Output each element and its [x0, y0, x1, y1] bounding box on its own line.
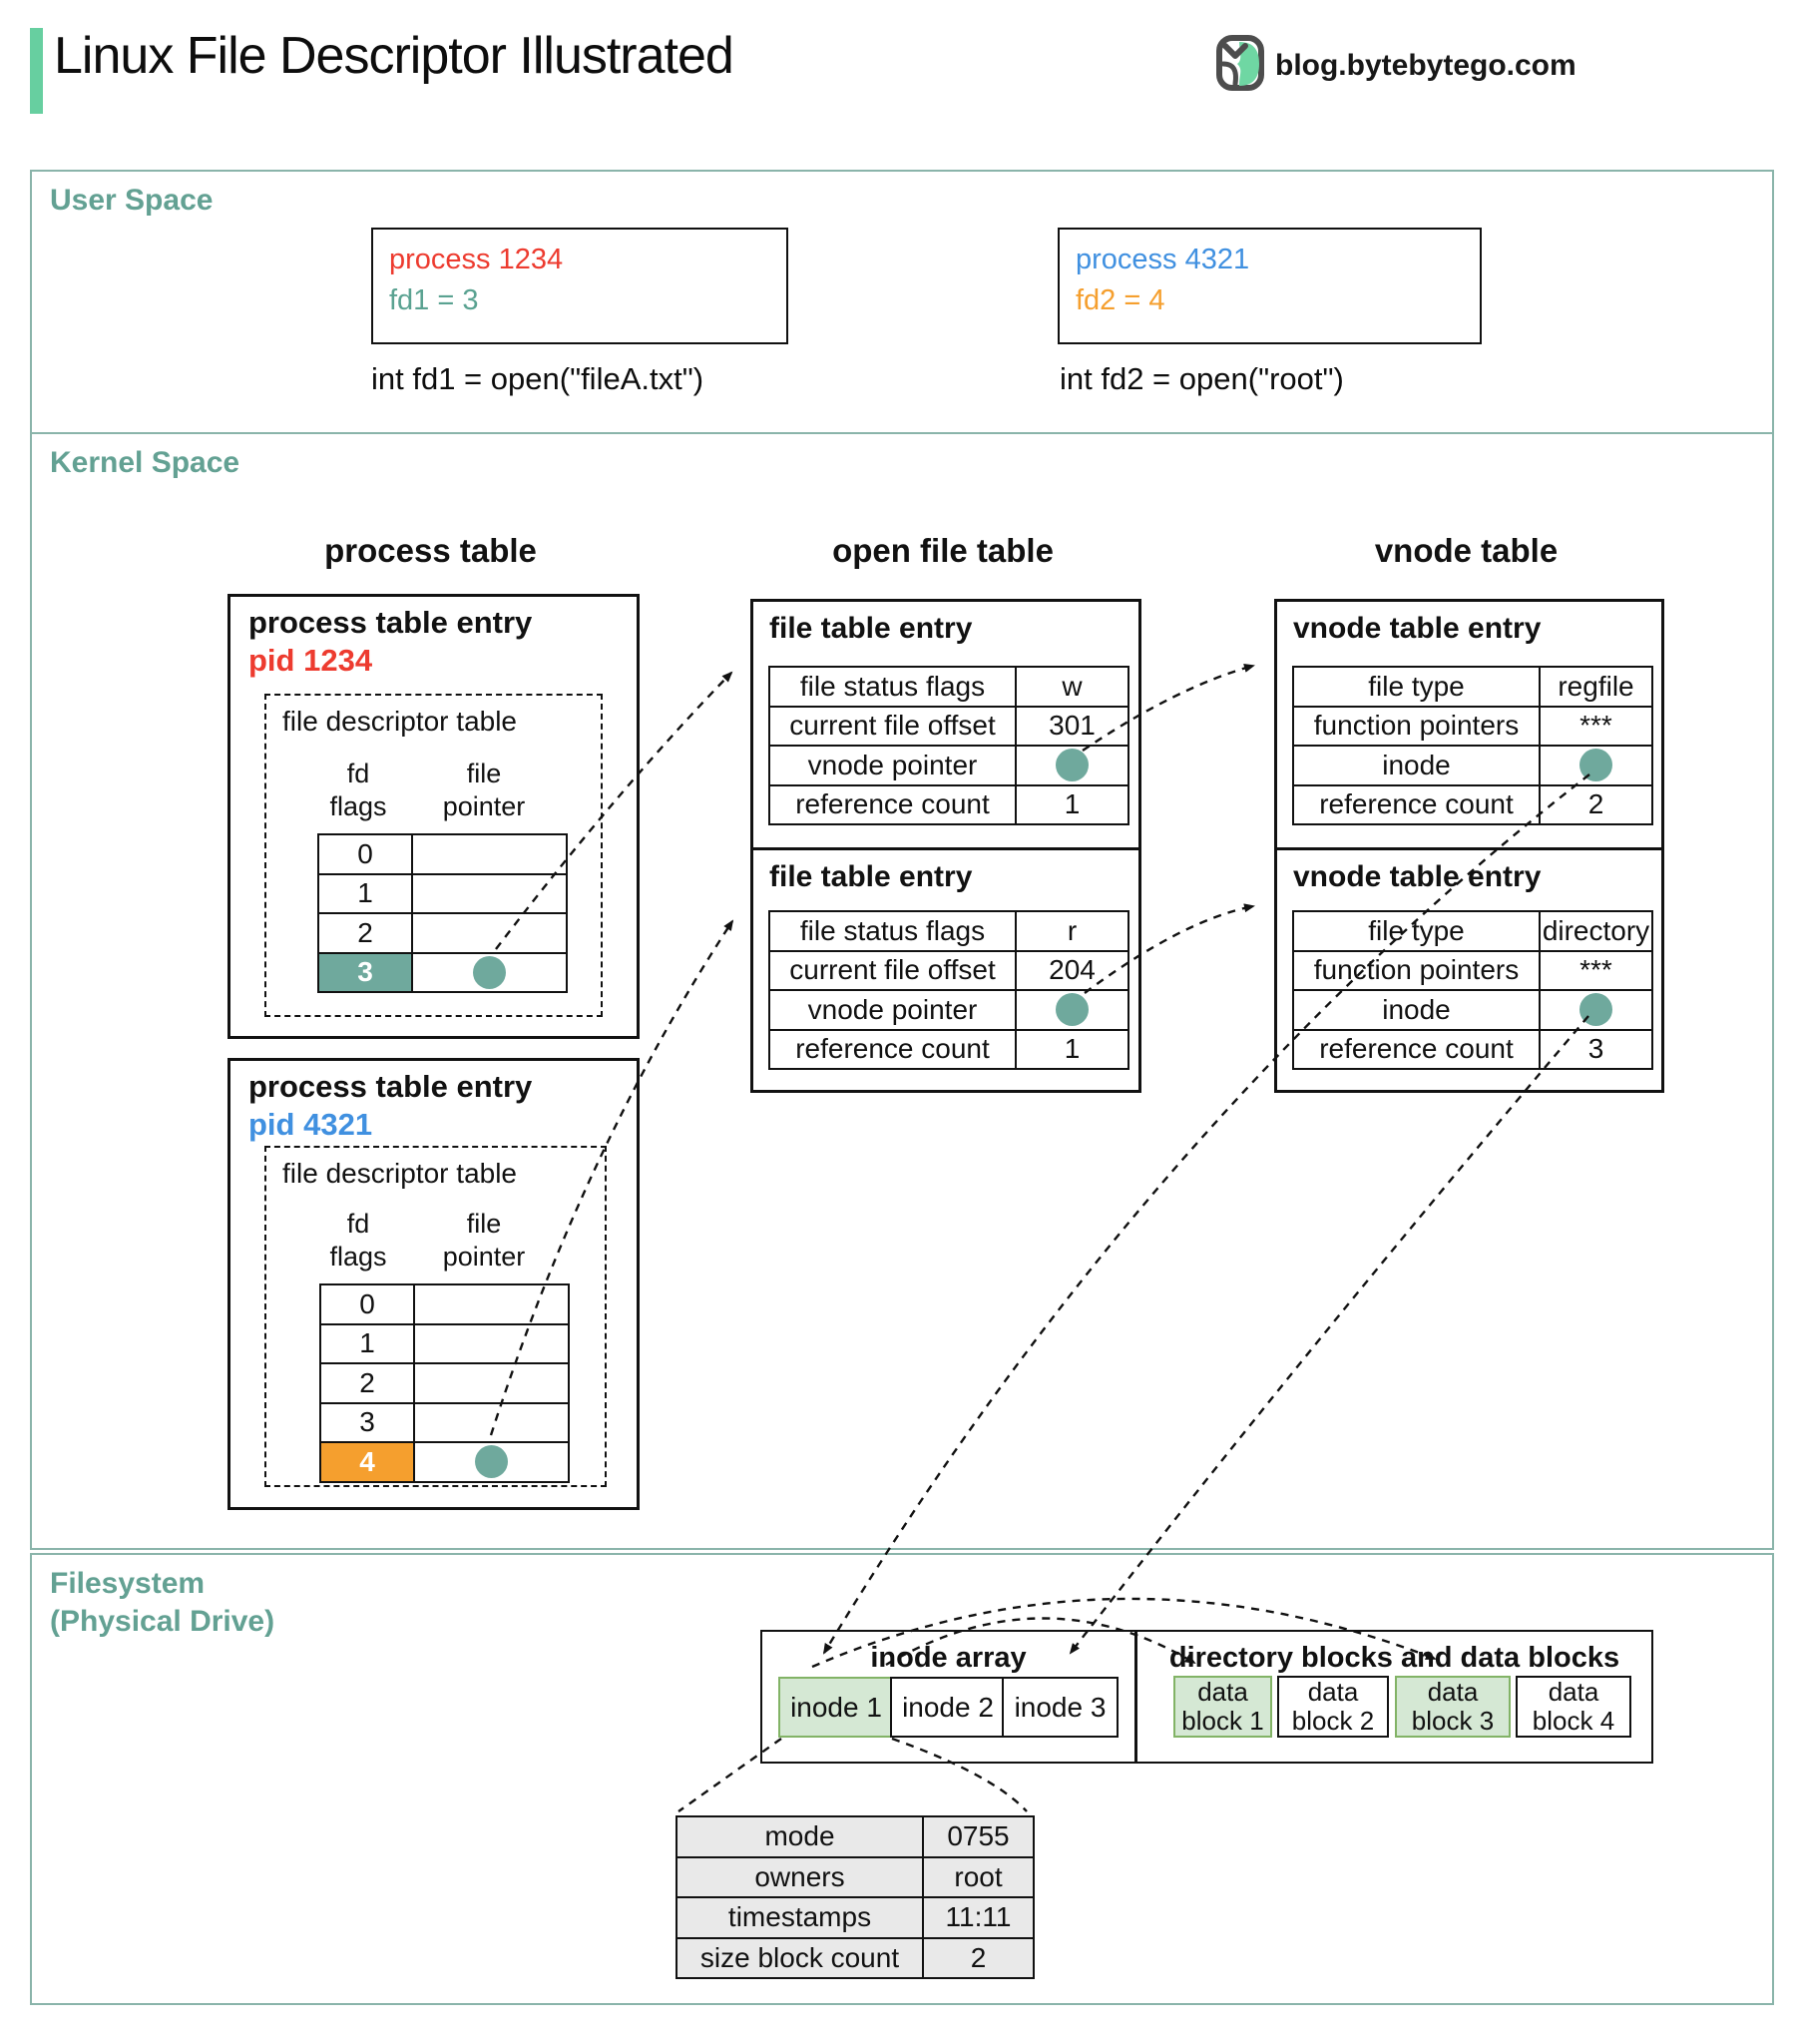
fd-row: 1: [321, 1322, 568, 1362]
fd-row: 2: [321, 1362, 568, 1402]
bytebytego-logo: blog.bytebytego.com: [1215, 34, 1576, 97]
pte2-fd-table: 0 1 2 3 4: [319, 1283, 570, 1483]
fd-row: 0: [321, 1285, 568, 1323]
open-call-fd1: int fd1 = open("fileA.txt"): [371, 361, 704, 396]
pte2-fd-table-label: file descriptor table: [282, 1158, 518, 1189]
pte1-fd-table: 0 1 2 3: [317, 833, 568, 993]
open-call-fd2: int fd2 = open("root"): [1060, 361, 1344, 396]
pte2-fd-table-box: file descriptor table fd flags file poin…: [264, 1146, 607, 1487]
kernel-space-label: Kernel Space: [50, 446, 240, 479]
fd-row: 2: [319, 912, 566, 952]
pointer-dot-icon: [475, 1445, 508, 1479]
fd-row: 1: [319, 872, 566, 912]
pte2-title: process table entry: [248, 1069, 533, 1104]
fd-row-highlighted: 4: [321, 1441, 568, 1481]
pte1-fd-table-label: file descriptor table: [282, 706, 518, 737]
kv-row: function pointers***: [1294, 949, 1651, 989]
fd-row: 3: [321, 1401, 568, 1441]
data-blocks-title: directory blocks and data blocks: [1168, 1642, 1620, 1674]
vnode-table-title: vnode table: [1374, 532, 1559, 569]
inode-1-cell: inode 1: [778, 1677, 894, 1738]
user-space-section: User Space: [30, 170, 1774, 434]
vte1-title: vnode table entry: [1293, 612, 1542, 645]
inode-2-cell: inode 2: [890, 1677, 1006, 1738]
open-file-table-title: open file table: [832, 532, 1054, 569]
process-table-entry-4321: process table entry pid 4321 file descri…: [227, 1058, 640, 1510]
pte1-pid: pid 1234: [248, 643, 373, 678]
kv-row: function pointers***: [1294, 705, 1651, 745]
bytebytego-owl-icon: [1215, 34, 1267, 97]
process-4321-fd: fd2 = 4: [1076, 284, 1165, 316]
process-table-title: process table: [324, 532, 537, 569]
kv-row: vnode pointer: [770, 989, 1127, 1029]
pte2-col-file-pointer: file pointer: [442, 1209, 526, 1272]
kv-row: inode: [1294, 745, 1651, 784]
pointer-dot-icon: [1579, 749, 1612, 782]
fd-row: 0: [319, 835, 566, 873]
user-space-label: User Space: [50, 184, 214, 217]
pointer-dot-icon: [1056, 749, 1089, 782]
kv-row: vnode pointer: [770, 745, 1127, 784]
process-1234-fd: fd1 = 3: [389, 284, 479, 316]
logo-site-text: blog.bytebytego.com: [1275, 48, 1576, 82]
pte1-title: process table entry: [248, 605, 533, 640]
pointer-dot-icon: [473, 955, 506, 989]
fd-row-highlighted: 3: [319, 951, 566, 991]
pte1-col-file-pointer: file pointer: [442, 759, 526, 821]
process-1234-box: process 1234 fd1 = 3: [371, 228, 788, 344]
kv-row: inode: [1294, 989, 1651, 1029]
pte1-fd-table-box: file descriptor table fd flags file poin…: [264, 694, 603, 1017]
inode-array-title: inode array: [870, 1642, 1027, 1674]
process-1234-name: process 1234: [389, 244, 564, 275]
inode-3-cell: inode 3: [1002, 1677, 1119, 1738]
pointer-dot-icon: [1579, 993, 1612, 1027]
title-accent-bar: [30, 28, 43, 114]
page-title: Linux File Descriptor Illustrated: [54, 27, 734, 85]
filesystem-label: Filesystem (Physical Drive): [50, 1567, 275, 1638]
vte2-title: vnode table entry: [1293, 860, 1542, 893]
pte2-pid: pid 4321: [248, 1107, 373, 1142]
pte2-col-fd-flags: fd flags: [329, 1209, 387, 1272]
pte1-col-fd-flags: fd flags: [329, 759, 387, 821]
fte1-title: file table entry: [769, 612, 973, 645]
process-table-entry-1234: process table entry pid 1234 file descri…: [227, 594, 640, 1039]
process-4321-name: process 4321: [1076, 244, 1250, 275]
pointer-dot-icon: [1056, 993, 1089, 1027]
process-4321-box: process 4321 fd2 = 4: [1058, 228, 1482, 344]
fte2-title: file table entry: [769, 860, 973, 893]
